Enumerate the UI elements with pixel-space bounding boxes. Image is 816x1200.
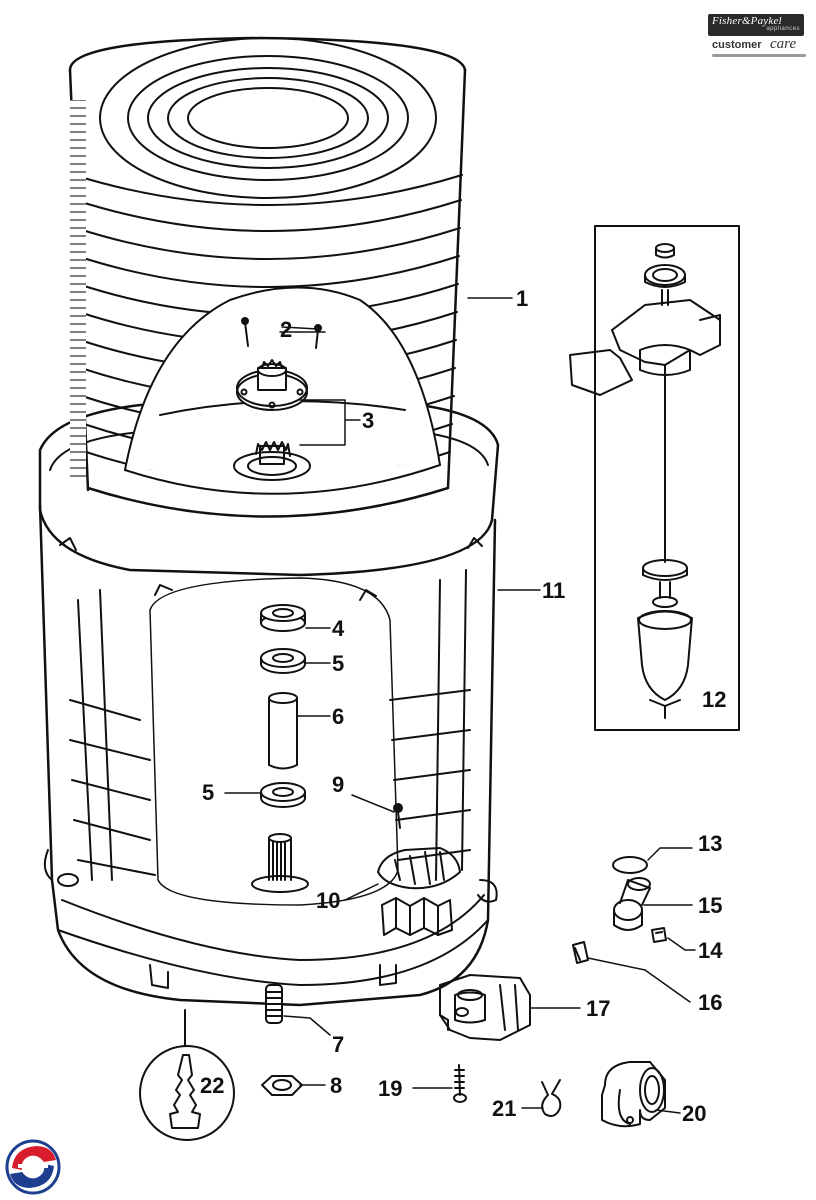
- brand-sub: appliances: [766, 26, 800, 32]
- callout-5b: 5: [202, 780, 214, 805]
- callout-13: 13: [698, 831, 722, 856]
- callout-21: 21: [492, 1096, 516, 1121]
- callout-7: 7: [332, 1032, 344, 1057]
- callout-10: 10: [316, 888, 340, 913]
- hose-clamp: [541, 1079, 562, 1117]
- brand-badge-icon: [5, 1139, 61, 1195]
- hex-nut: [261, 1075, 303, 1096]
- callout-17: 17: [586, 996, 610, 1021]
- drive-shaft: [251, 833, 309, 893]
- callout-2: 2: [280, 317, 292, 342]
- callout-12: 12: [702, 687, 726, 712]
- fisher-paykel-logo: Fisher&Paykel appliances: [708, 14, 804, 36]
- pump-screw: [453, 1064, 467, 1103]
- tub-screw: [393, 803, 403, 829]
- filter-pin: [265, 984, 283, 1024]
- nozzle-elbow: [613, 877, 651, 931]
- callout-9: 9: [332, 772, 344, 797]
- care-swoosh: [712, 54, 806, 57]
- callout-3: 3: [362, 408, 374, 433]
- seal-bearing-tube: [260, 604, 306, 808]
- callout-1: 1: [516, 286, 528, 311]
- callout-11: 11: [542, 578, 565, 603]
- o-ring: [612, 856, 648, 874]
- outer-tub: [38, 403, 500, 1007]
- clip-set: [377, 847, 461, 936]
- pressure-switch-assembly: [569, 225, 740, 731]
- callout-19: 19: [378, 1076, 402, 1101]
- callout-15: 15: [698, 893, 722, 918]
- care-word-2: care: [770, 36, 797, 52]
- callout-8: 8: [330, 1073, 342, 1098]
- brand-name: Fisher&Paykel: [712, 15, 782, 27]
- callout-5a: 5: [332, 651, 344, 676]
- basket-screws: [241, 317, 322, 349]
- care-word-1: customer: [712, 39, 762, 51]
- small-clip: [651, 927, 667, 943]
- detail-circle: [139, 1009, 235, 1141]
- callout-22: 22: [200, 1073, 224, 1098]
- hose-bracket: [572, 941, 589, 964]
- callout-16: 16: [698, 990, 722, 1015]
- drain-pump: [439, 974, 531, 1041]
- callout-6: 6: [332, 704, 344, 729]
- drive-gear-assembly: [233, 359, 311, 481]
- callout-20: 20: [682, 1101, 706, 1126]
- leader-lines: [224, 297, 696, 1114]
- callout-4: 4: [332, 616, 345, 641]
- hose-elbow: [601, 1061, 666, 1128]
- callout-14: 14: [698, 938, 723, 963]
- customer-care-logo: customer care: [708, 36, 806, 57]
